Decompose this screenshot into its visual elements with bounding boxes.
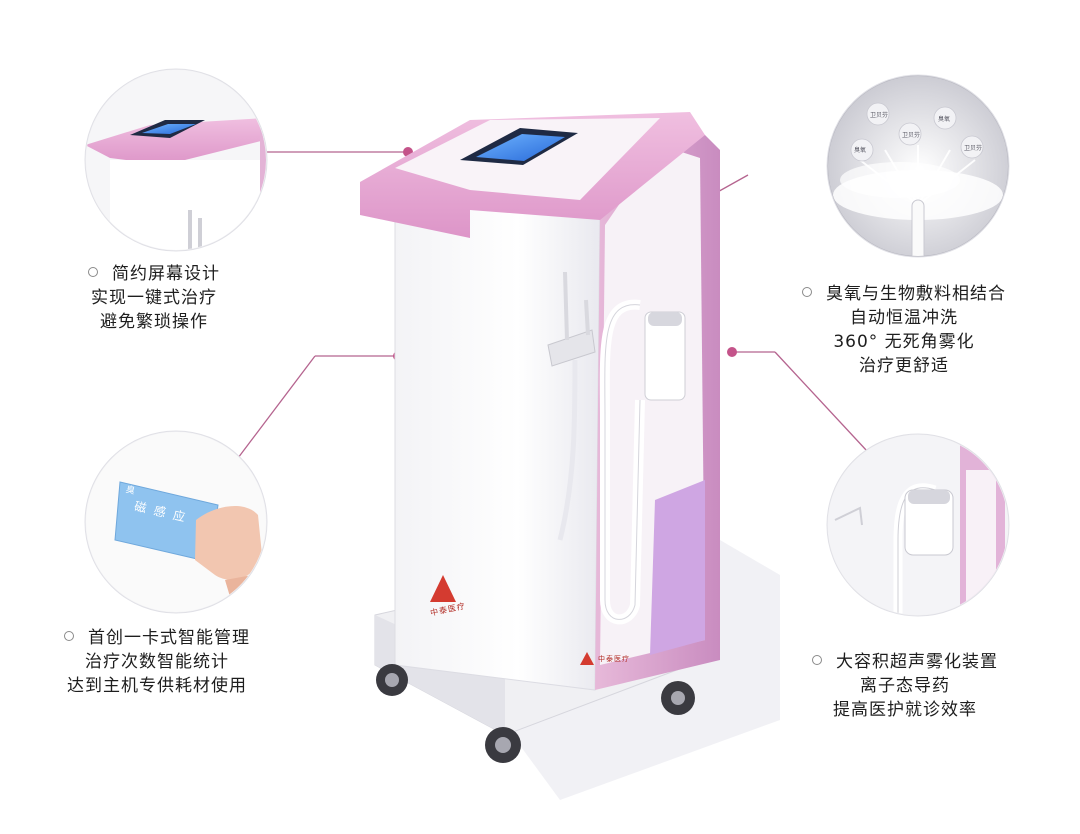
feature-line: 自动恒温冲洗 bbox=[850, 308, 958, 328]
feature-ozone: 臭氧与生物敷料相结合 自动恒温冲洗 360° 无死角雾化 治疗更舒适 bbox=[802, 282, 1006, 378]
feature-atomizer: 大容积超声雾化装置 离子态导药 提高医护就诊效率 bbox=[812, 650, 998, 722]
detail-circle-fog bbox=[826, 74, 1010, 258]
fog-label: 卫贝芬 bbox=[964, 145, 983, 152]
brand-mark-small: 中泰医疗 bbox=[598, 655, 630, 663]
feature-line: 治疗次数智能统计 bbox=[85, 652, 229, 672]
detail-circle-card bbox=[84, 430, 268, 614]
circle-bullet-icon bbox=[64, 631, 74, 641]
detail-circle-atomizer bbox=[826, 433, 1010, 617]
feature-line: 避免繁琐操作 bbox=[100, 312, 208, 332]
feature-line: 臭氧与生物敷料相结合 bbox=[802, 282, 1006, 306]
feature-line: 实现一键式治疗 bbox=[91, 288, 217, 308]
circle-bullet-icon bbox=[88, 267, 98, 277]
feature-line: 大容积超声雾化装置 bbox=[812, 650, 998, 674]
fog-label: 卫贝芬 bbox=[870, 112, 889, 119]
feature-line: 360° 无死角雾化 bbox=[833, 332, 975, 352]
detail-circle-screen bbox=[84, 68, 268, 252]
feature-line: 达到主机专供耗材使用 bbox=[67, 676, 247, 696]
fog-label: 臭氧 bbox=[854, 147, 867, 154]
feature-line: 简约屏幕设计 bbox=[88, 262, 220, 286]
treatment-machine bbox=[360, 112, 720, 763]
fog-label: 卫贝芬 bbox=[902, 132, 921, 139]
circle-bullet-icon bbox=[812, 655, 822, 665]
fog-label: 臭氧 bbox=[938, 116, 951, 123]
feature-line: 提高医护就诊效率 bbox=[833, 700, 977, 720]
feature-screen: 简约屏幕设计 实现一键式治疗 避免繁琐操作 bbox=[88, 262, 220, 334]
feature-card: 首创一卡式智能管理 治疗次数智能统计 达到主机专供耗材使用 bbox=[64, 626, 250, 698]
feature-line: 治疗更舒适 bbox=[859, 356, 949, 376]
circle-bullet-icon bbox=[802, 287, 812, 297]
feature-line: 离子态导药 bbox=[860, 676, 950, 696]
feature-line: 首创一卡式智能管理 bbox=[64, 626, 250, 650]
